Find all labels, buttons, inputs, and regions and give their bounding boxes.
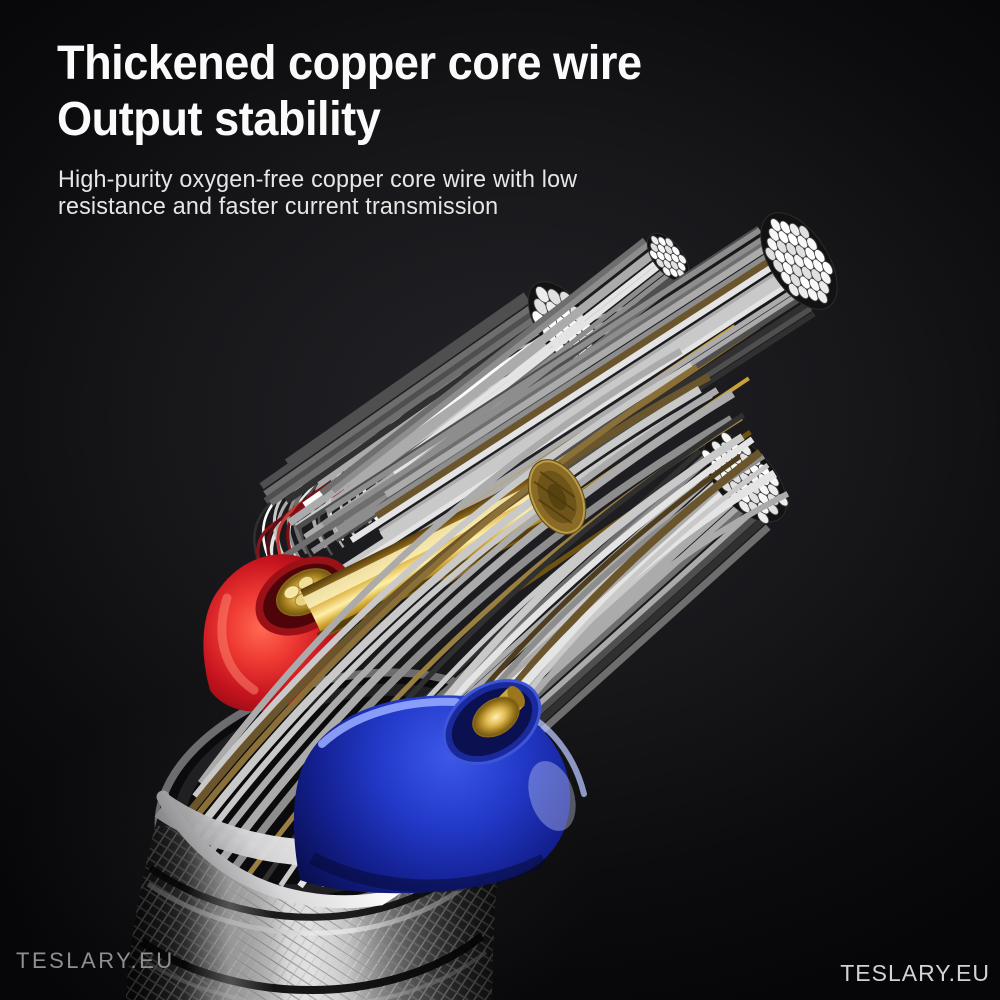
wire-blue-cut-mouth — [442, 679, 542, 765]
subheadline-line-2: resistance and faster current transmissi… — [58, 193, 499, 220]
headline: Thickened copper core wire Output stabil… — [57, 36, 642, 148]
headline-line-2: Output stability — [57, 93, 381, 146]
subheadline: High-purity oxygen-free copper core wire… — [58, 166, 577, 220]
subheadline-line-1: High-purity oxygen-free copper core wire… — [58, 166, 578, 193]
headline-line-1: Thickened copper core wire — [57, 37, 642, 90]
wire-blue — [293, 679, 587, 894]
watermark-bottom-left: TESLARY.EU — [16, 948, 175, 973]
copper-core-cut-face — [527, 459, 587, 535]
watermark-bottom-right: TESLARY.EU — [840, 960, 990, 986]
